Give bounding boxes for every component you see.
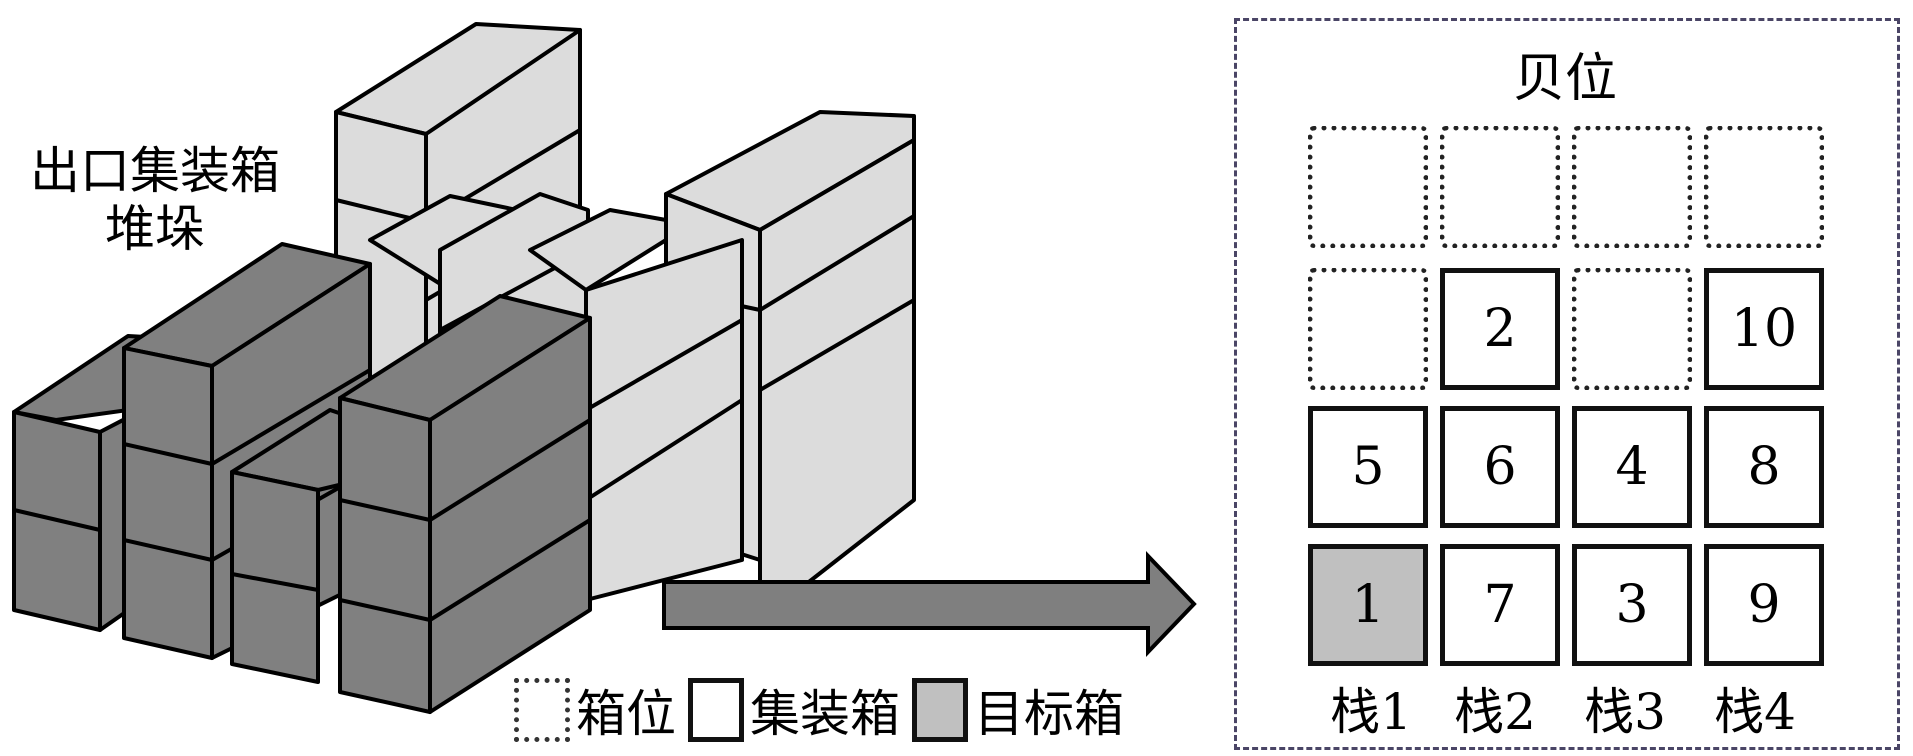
bay-title: 贝位: [1512, 49, 1617, 109]
legend-empty-slot-icon: [514, 678, 570, 742]
empty-slot: [1572, 268, 1692, 390]
stack-label-line2: 堆垛: [105, 200, 205, 258]
stack-label-2: 栈2: [1454, 683, 1536, 741]
container-slot: 8: [1704, 406, 1824, 528]
legend-container-icon: [688, 678, 744, 742]
container-slot: 7: [1440, 544, 1560, 666]
empty-slot: [1308, 126, 1428, 248]
container-slot: 9: [1704, 544, 1824, 666]
legend: 箱位 集装箱 目标箱: [514, 675, 1136, 745]
container-slot: 2: [1440, 268, 1560, 390]
stack-label-4: 栈4: [1714, 683, 1796, 741]
stack-label-3: 栈3: [1584, 683, 1666, 741]
legend-container-label: 集装箱: [750, 685, 900, 743]
container-slot: 5: [1308, 406, 1428, 528]
empty-slot: [1440, 126, 1560, 248]
right-arrow-icon: [662, 551, 1197, 657]
target-container-stack-right: [230, 294, 592, 714]
bay-frame: [1234, 18, 1900, 750]
empty-slot: [1704, 126, 1824, 248]
empty-slot: [1572, 126, 1692, 248]
stack-label-1: 栈1: [1330, 683, 1412, 741]
target-container-slot: 1: [1308, 544, 1428, 666]
legend-target-container-label: 目标箱: [974, 685, 1124, 743]
legend-target-container-icon: [912, 678, 968, 742]
container-slot: 3: [1572, 544, 1692, 666]
container-slot: 10: [1704, 268, 1824, 390]
stack-label-line1: 出口集装箱: [30, 142, 280, 200]
empty-slot: [1308, 268, 1428, 390]
container-slot: 4: [1572, 406, 1692, 528]
legend-empty-slot-label: 箱位: [576, 685, 676, 743]
container-slot: 6: [1440, 406, 1560, 528]
export-container-stack-label: 出口集装箱 堆垛: [10, 142, 300, 258]
